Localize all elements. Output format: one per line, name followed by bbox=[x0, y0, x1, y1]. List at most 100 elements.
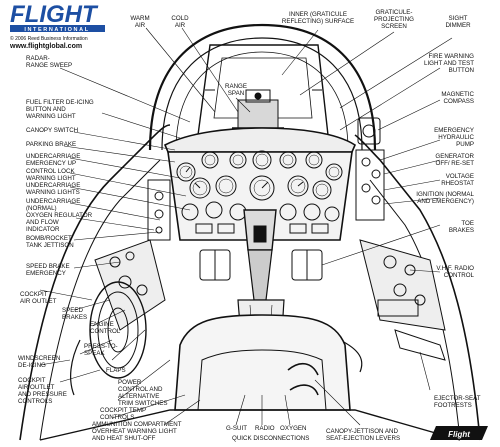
logo-band-text: INTERNATIONAL bbox=[24, 27, 89, 33]
callout-line: AND PRESSURE bbox=[18, 391, 67, 398]
callout-line: (NORMAL) bbox=[26, 205, 57, 212]
callout-line: CANOPY-JETTISON AND bbox=[326, 428, 399, 435]
callout-line: AIR bbox=[175, 22, 186, 29]
callout-line: AMMUNITION COMPARTMENT bbox=[92, 421, 182, 428]
callout-line: G-SUIT bbox=[226, 425, 247, 432]
callout-line: OVERHEAT WARNING LIGHT bbox=[92, 428, 177, 435]
callout-line: VOLTAGE bbox=[446, 173, 474, 180]
callout-line: IGNITION (NORMAL bbox=[416, 191, 474, 198]
callout-line: CONTROL bbox=[444, 272, 475, 279]
callout-line: WARNING LIGHTS bbox=[26, 189, 80, 196]
callout-line: WARM bbox=[130, 15, 149, 22]
callout-line: PARKING BRAKE bbox=[26, 141, 76, 148]
callout-line: QUICK DISCONNECTIONS bbox=[232, 435, 309, 442]
glare-shield bbox=[163, 127, 357, 153]
callout-line: ALTERNATIVE bbox=[118, 393, 159, 400]
callout-line: EMERGENCY bbox=[26, 270, 66, 277]
callout-line: POWER bbox=[118, 379, 142, 386]
callout-line: CONTROL LOCK bbox=[26, 168, 75, 175]
logo-url: www.flightglobal.com bbox=[9, 43, 82, 50]
ejector-seat bbox=[174, 314, 351, 411]
callout-line: AND HEAT SHUT-OFF bbox=[92, 435, 156, 442]
callout-line: UNDERCARRIAGE bbox=[26, 153, 80, 160]
callout-line: MAGNETIC bbox=[441, 91, 474, 98]
label-canopy-switch: CANOPY SWITCH bbox=[26, 127, 78, 134]
cockpit-floor bbox=[39, 409, 461, 441]
callout-line: RADAR- bbox=[26, 55, 50, 62]
callout-line: GENERATOR bbox=[435, 153, 474, 160]
callout-line: EJECTOR-SEAT bbox=[434, 395, 481, 402]
cockpit-drawing bbox=[19, 23, 481, 441]
callout-line: SPEAK bbox=[84, 350, 106, 357]
label-flaps: FLAPS bbox=[106, 367, 126, 374]
callout-line: DE-ICING bbox=[18, 362, 46, 369]
callout-line: EMERGENCY UP bbox=[26, 160, 76, 167]
label-press-to-speak: PRESS-TO-SPEAK bbox=[84, 343, 118, 357]
callout-line: RADIO bbox=[255, 425, 275, 432]
gunsight bbox=[232, 89, 284, 129]
callout-line: WARNING LIGHT bbox=[26, 175, 76, 182]
corner-badge: Flight bbox=[430, 426, 488, 440]
callout-line: AIR OUTLET bbox=[20, 298, 57, 305]
callout-line: BUTTON AND bbox=[26, 106, 66, 113]
logo-band-bg bbox=[10, 25, 105, 32]
callout-line: COLD bbox=[171, 15, 189, 22]
callout-line: BOMB/ROCKET bbox=[26, 235, 72, 242]
callout-line: AND FLOW bbox=[26, 219, 59, 226]
callout-line: AIR OUTLET bbox=[18, 384, 55, 391]
label-quick-disconnections: QUICK DISCONNECTIONS bbox=[232, 435, 309, 442]
callout-line: FUEL FILTER DE-ICING bbox=[26, 99, 94, 106]
label-radar-range-sweep: RADAR-RANGE SWEEP bbox=[26, 55, 72, 69]
callout-line: RANGE SWEEP bbox=[26, 62, 72, 69]
callout-line: CONTROL bbox=[90, 328, 121, 335]
leader-lines bbox=[39, 27, 453, 426]
callout-line: PUMP bbox=[456, 141, 474, 148]
callout-line: BRAKES bbox=[62, 314, 87, 321]
callout-line: UNDERCARRIAGE bbox=[26, 198, 80, 205]
callout-line: GRATICULE- bbox=[375, 9, 412, 16]
callout-line: AND EMERGENCY) bbox=[417, 198, 474, 205]
callout-line: WARNING LIGHT bbox=[26, 113, 76, 120]
rudder-pedals bbox=[199, 249, 323, 281]
callout-line: CONTROLS bbox=[18, 398, 52, 405]
instrument-dials bbox=[176, 150, 343, 234]
callout-line: TANK JETTISON bbox=[26, 242, 74, 249]
callout-line: TOE bbox=[461, 220, 474, 227]
canopy-arch-inner bbox=[161, 37, 363, 151]
callout-line: OXYGEN REGULATOR bbox=[26, 212, 93, 219]
callout-line: FLAPS bbox=[106, 367, 126, 374]
label-undercarriage-normal: UNDERCARRIAGE(NORMAL) bbox=[26, 198, 80, 212]
callout-line: DIMMER bbox=[445, 22, 471, 29]
callout-line: INDICATOR bbox=[26, 226, 60, 233]
callout-line: COCKPIT TEMP bbox=[100, 407, 146, 414]
right-console-upper bbox=[355, 117, 385, 221]
callout-line: SPAN bbox=[228, 90, 244, 97]
flight-logo: FLIGHT INTERNATIONAL © 2006 Reed Busines… bbox=[9, 1, 105, 50]
fuselage-rim bbox=[19, 124, 481, 441]
callout-line: COMPASS bbox=[444, 98, 474, 105]
callout-line: OFF/ RE-SET bbox=[436, 160, 475, 167]
callout-line: HYDRAULIC bbox=[438, 134, 474, 141]
callout-line: EMERGENCY bbox=[434, 127, 474, 134]
callout-line: FIRE WARNING bbox=[429, 53, 475, 60]
callout-line: CONTROL AND bbox=[118, 386, 163, 393]
